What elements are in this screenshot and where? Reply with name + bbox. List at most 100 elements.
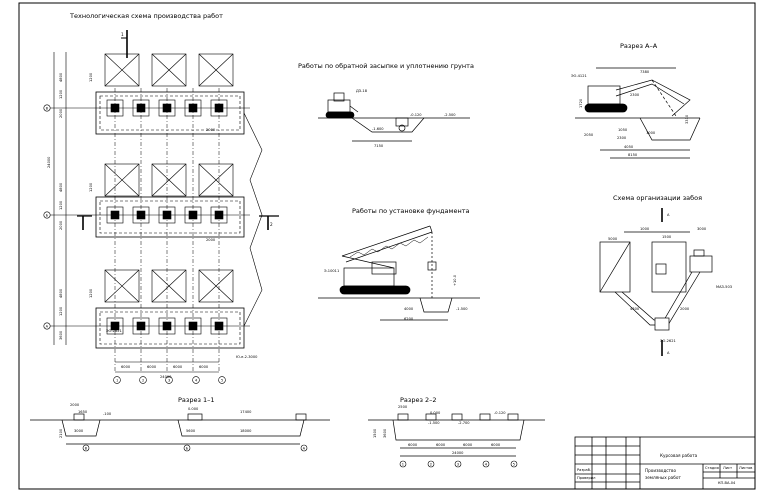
title-org-scheme: Схема организации забоя [613,194,702,202]
s22-level-4: -0.120 [494,411,506,415]
org-dim-3: 3000 [697,227,707,231]
org-dim-1: 1000 [640,227,650,231]
svg-text:1200: 1200 [59,200,63,210]
stamp-role-1: Разраб. [577,468,591,472]
section-aa-view [575,67,701,159]
backfill-level-2: -2.500 [444,113,456,117]
plan-bottom-dim-4: 6000 [199,365,209,369]
title-backfill: Работы по обратной засыпке и уплотнению … [298,62,474,70]
plan-marker-2: 2 [270,222,273,227]
foundation-dim-1: 4000 [404,307,414,311]
s22-dim-8: 3600 [383,428,387,438]
s22-dim-2: 6000 [408,443,418,447]
section-22-axis-bubbles [399,460,518,468]
plan-marker-1: 1 [121,32,124,37]
org-truck: МАЗ-503 [716,285,732,289]
s22-level-1: 0.000 [430,411,441,415]
svg-text:1200: 1200 [89,72,93,82]
s11-level-2: 0.000 [188,407,199,411]
stamp-subtitle-2: земляных работ [645,475,681,480]
aa-dim-3: 3310 [685,114,689,124]
backfill-level-3: -1.600 [372,127,384,131]
axis-col-1: 1 [116,378,118,382]
svg-text:4800: 4800 [59,288,63,298]
s22-dim-6: 24000 [452,451,464,455]
s22-axis-4: 4 [485,462,488,466]
aa-dim-5: 1050 [618,128,628,132]
plan-total-dim: 24000 [160,375,172,379]
section-22-view [368,413,545,457]
foundation-level-1: +10.0 [453,274,457,286]
s22-dim-3: 6000 [436,443,446,447]
aa-dim-1: 7380 [640,70,650,74]
aa-dim-10: 2300 [630,93,640,97]
svg-text:1200: 1200 [59,89,63,99]
org-machine: ЭО-2621 [660,339,676,343]
aa-dim-8: 4050 [624,145,634,149]
axis-col-5: 5 [221,378,223,382]
s11-dim-7: 2100 [59,428,63,438]
aa-dim-9: 8150 [628,153,638,157]
stamp-sheet-hdr-2: Лист [723,466,732,470]
s11-dim-2: 1650 [78,410,88,414]
axis-label-b: B [46,106,49,110]
s11-level-1: -100 [103,412,112,416]
s22-axis-2: 2 [430,462,432,466]
backfill-level-1: -0.120 [410,113,422,117]
svg-text:1200: 1200 [89,182,93,192]
axis-label-a: А [46,324,49,328]
title-section-11: Разрез 1–1 [178,396,215,404]
s22-axis-3: 3 [457,462,459,466]
s11-axis-2: Б [186,446,189,450]
aa-dim-2: 1720 [579,98,583,108]
backfill-dim: 7150 [374,144,384,148]
svg-text:3600: 3600 [59,330,63,340]
org-dim-6: 2000 [680,307,690,311]
axis-col-4: 4 [195,378,198,382]
org-dim-4: 5000 [608,237,618,241]
stamp-code: КП-ВА-04 [718,481,736,485]
foundation-level-2: -1.500 [456,307,468,311]
s11-dim-6: 3000 [74,429,84,433]
plan-excavator-label: ЭО-2621 [106,329,122,333]
s11-dim-4: 18000 [240,429,252,433]
section-11-axis-bubbles [82,444,308,452]
org-marker-bottom: А [667,351,670,355]
plan-left-dims: 4800 1200 2000 4800 1200 24000 2000 4800… [47,72,63,340]
foundation-view [318,225,480,321]
axis-col-3: 3 [168,378,170,382]
backfill-view [318,92,470,142]
s11-axis-1: В [85,446,88,450]
aa-machine: ЭО-4121 [571,74,587,78]
plan-note-right: Ю-е-2-3000 [236,355,258,359]
stamp-title: Курсовая работа [660,453,698,458]
s22-dim-4: 6000 [463,443,473,447]
plan-bottom-dim-2: 6000 [147,365,157,369]
svg-text:24000: 24000 [47,156,51,168]
axis-col-2: 2 [142,378,144,382]
section-11-view [30,413,330,445]
org-scheme-view [599,208,713,356]
s11-dim-5: 5600 [186,429,196,433]
title-block [574,436,756,490]
title-tech-scheme: Технологическая схема производства работ [69,12,223,20]
svg-text:4800: 4800 [59,182,63,192]
svg-text:2000: 2000 [59,108,63,118]
axis-label-bb: Б [46,213,49,217]
stamp-subtitle-1: Производство [645,468,676,473]
s22-axis-5: 5 [513,462,515,466]
org-marker-top: А [667,213,670,217]
foundation-dim-2: 6200 [404,317,414,321]
s22-axis-1: 1 [402,462,404,466]
svg-text:2000: 2000 [206,238,216,242]
sheet-frame [18,2,756,490]
s22-dim-5: 6000 [491,443,501,447]
svg-text:2000: 2000 [206,128,216,132]
aa-dim-7: 1000 [646,131,656,135]
plan-bottom-dim-3: 6000 [173,365,183,369]
plan-bottom-dim-1: 6000 [121,365,131,369]
title-foundation: Работы по установке фундамента [352,207,469,215]
org-dim-5: 4300 [630,307,640,311]
stamp-sheet-hdr-1: Стадия [705,466,719,470]
